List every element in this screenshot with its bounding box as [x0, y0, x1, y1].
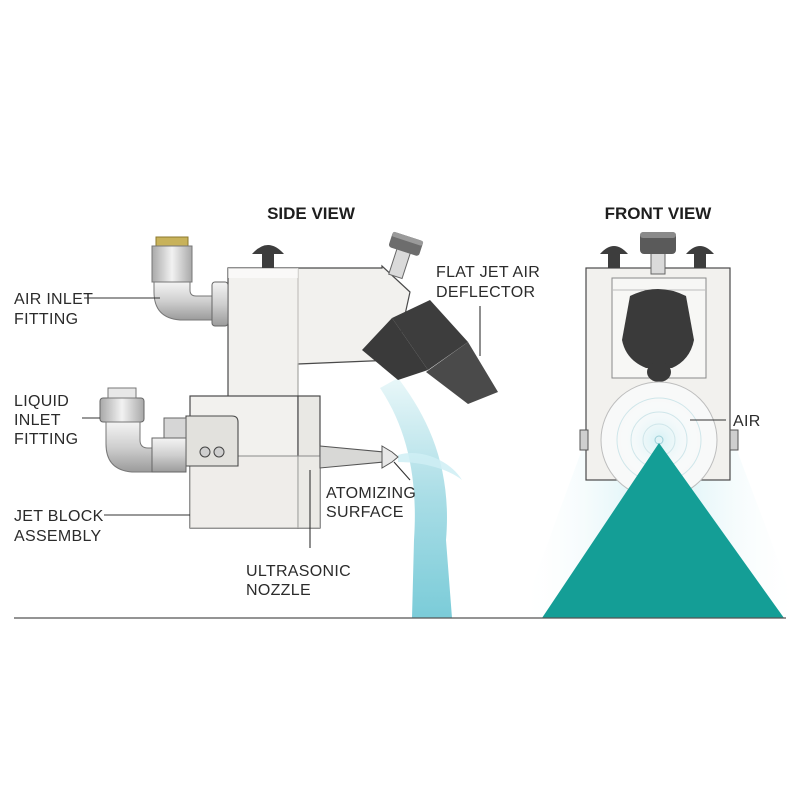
jet-block-body: [185, 395, 321, 529]
flat-jet-air-deflector: [362, 300, 498, 404]
air-inlet-fitting: [151, 236, 229, 327]
front-view: [520, 232, 800, 618]
air-inlet-fitting-label: AIR INLET FITTING: [14, 291, 98, 328]
deflector-knob: [388, 231, 424, 280]
ultrasonic-nozzle-horn: [319, 445, 399, 469]
atomizing-surface-label: ATOMIZING SURFACE: [326, 485, 421, 521]
jet-block-assembly-label: JET BLOCK ASSEMBLY: [14, 508, 108, 545]
front-deflector: [622, 289, 694, 382]
air-label: AIR: [733, 413, 761, 430]
ultrasonic-nozzle-label: ULTRASONIC NOZZLE: [246, 563, 356, 599]
leader-lines: [82, 297, 726, 548]
front-top-knobs: [600, 232, 714, 275]
atomized-fan: [398, 452, 462, 480]
flat-jet-air-deflector-label: FLAT JET AIR DEFLECTOR: [436, 264, 545, 301]
top-knob-side: [252, 245, 284, 268]
liquid-inlet-fitting: [99, 387, 187, 473]
liquid-inlet-fitting-label: LIQUID INLET FITTING: [14, 393, 78, 448]
side-view: [99, 231, 498, 618]
air-rings: [600, 381, 718, 499]
front-view-title: FRONT VIEW: [605, 204, 713, 223]
mist-stream: [380, 378, 452, 618]
spray-cone: [542, 443, 784, 618]
side-view-title: SIDE VIEW: [267, 204, 356, 223]
